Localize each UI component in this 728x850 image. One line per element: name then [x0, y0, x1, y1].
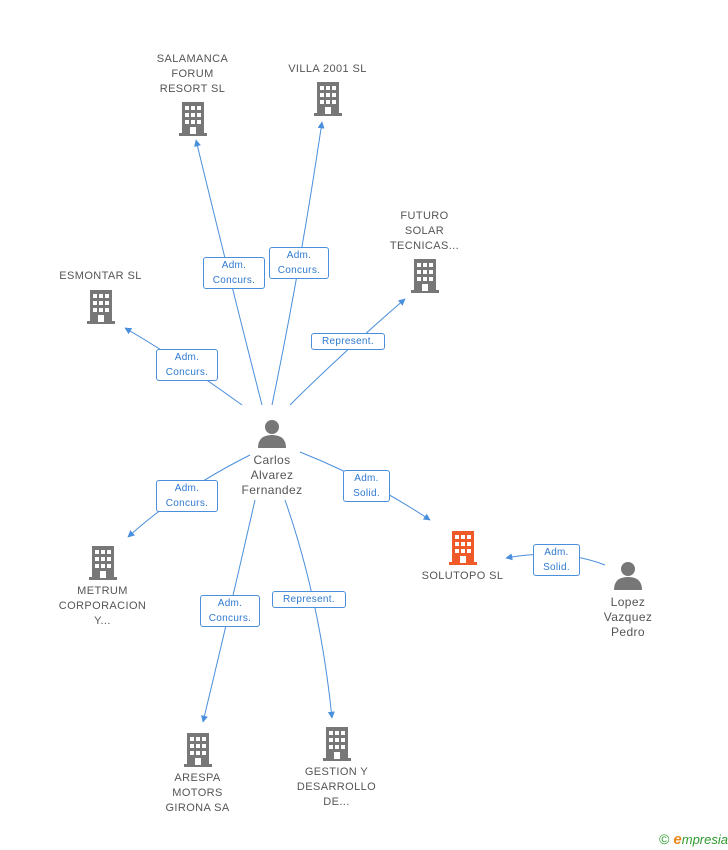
building-icon	[88, 546, 117, 580]
copyright-icon: ©	[659, 831, 670, 847]
company-label: VILLA 2001 SL	[288, 63, 367, 75]
edge-label-solutopo[interactable]: Adm. Solid.	[343, 470, 390, 502]
edge-label-esmontar[interactable]: Adm. Concurs.	[156, 349, 218, 381]
building-icon	[448, 531, 477, 565]
person-label: Carlos Alvarez Fernandez	[241, 453, 303, 497]
company-node-arespa[interactable]: ARESPA MOTORS GIRONA SA	[145, 733, 250, 816]
company-label: SOLUTOPO SL	[421, 570, 504, 582]
building-icon	[183, 733, 212, 767]
company-label: FUTURO SOLAR TECNICAS...	[389, 210, 460, 252]
edge-gestion	[284, 499, 335, 719]
company-node-metrum[interactable]: METRUM CORPORACION Y...	[50, 546, 155, 629]
edge-label-lopez[interactable]: Adm. Solid.	[533, 544, 580, 576]
building-icon	[178, 102, 207, 136]
edge-label-metrum[interactable]: Adm. Concurs.	[156, 480, 218, 512]
company-node-futuro[interactable]: FUTURO SOLAR TECNICAS...	[372, 209, 477, 293]
building-icon	[313, 82, 342, 116]
edge-label-salamanca[interactable]: Adm. Concurs.	[203, 257, 265, 289]
building-icon	[86, 290, 115, 324]
building-icon	[410, 259, 439, 293]
edge-label-gestion[interactable]: Represent.	[272, 591, 346, 608]
person-label: Lopez Vazquez Pedro	[603, 595, 653, 639]
company-node-solutopo[interactable]: SOLUTOPO SL	[410, 531, 515, 584]
company-node-gestion[interactable]: GESTION Y DESARROLLO DE...	[284, 727, 389, 810]
brand-logo-text: mpresia	[681, 832, 728, 847]
person-node-lopez[interactable]: Lopez Vazquez Pedro	[588, 560, 668, 640]
company-label: METRUM CORPORACION Y...	[58, 585, 147, 627]
company-label: GESTION Y DESARROLLO DE...	[296, 766, 377, 808]
edge-label-arespa[interactable]: Adm. Concurs.	[200, 595, 260, 627]
company-label: ARESPA MOTORS GIRONA SA	[165, 772, 230, 814]
edge-label-futuro[interactable]: Represent.	[311, 333, 385, 350]
company-node-salamanca[interactable]: SALAMANCA FORUM RESORT SL	[140, 52, 245, 136]
person-icon	[258, 420, 286, 448]
person-node-carlos[interactable]: Carlos Alvarez Fernandez	[222, 418, 322, 498]
brand-footer[interactable]: ©empresia	[659, 831, 728, 848]
company-label: SALAMANCA FORUM RESORT SL	[156, 53, 229, 95]
company-node-esmontar[interactable]: ESMONTAR SL	[48, 269, 153, 324]
brand-logo-initial: e	[673, 831, 682, 848]
person-icon	[614, 562, 642, 590]
edge-futuro	[289, 298, 406, 406]
edge-label-villa[interactable]: Adm. Concurs.	[269, 247, 329, 279]
company-label: ESMONTAR SL	[59, 270, 142, 282]
company-node-villa[interactable]: VILLA 2001 SL	[275, 62, 380, 116]
building-icon	[322, 727, 351, 761]
